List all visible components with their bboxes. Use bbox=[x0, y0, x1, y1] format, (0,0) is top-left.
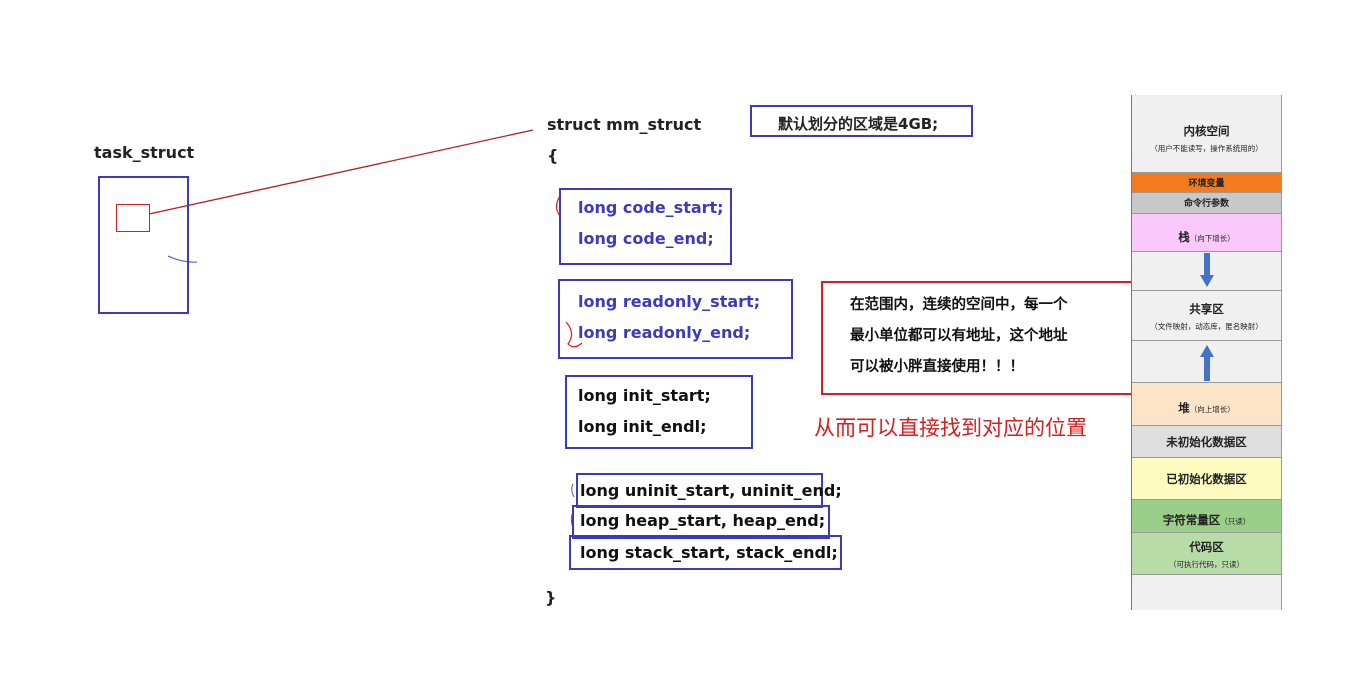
rodata-segment-title: 字符常量区 bbox=[1162, 513, 1221, 527]
text-segment-title: 代码区 bbox=[1189, 540, 1224, 554]
data-segment: 已初始化数据区 bbox=[1132, 458, 1281, 500]
field-code-end: long code_end; bbox=[578, 229, 714, 248]
field-init-end: long init_endl; bbox=[578, 417, 707, 436]
field-readonly-end: long readonly_end; bbox=[578, 323, 751, 342]
field-stack: long stack_start, stack_endl; bbox=[580, 543, 838, 562]
task-struct-title: task_struct bbox=[94, 143, 195, 162]
bss-segment-title: 未初始化数据区 bbox=[1166, 435, 1247, 449]
cmdline-args: 命令行参数 bbox=[1132, 193, 1281, 214]
stack-segment-note: （向下增长） bbox=[1189, 234, 1235, 243]
arrow-down-icon bbox=[1199, 253, 1214, 287]
env-vars-title: 环境变量 bbox=[1188, 179, 1225, 189]
stack-segment-title: 栈 bbox=[1178, 230, 1190, 244]
mm-pointer-field bbox=[116, 204, 150, 232]
shared-region: 共享区 （文件映射，动态库，匿名映射） bbox=[1132, 291, 1281, 341]
heap-segment-note: （向上增长） bbox=[1189, 405, 1235, 414]
arrow-up-icon bbox=[1199, 345, 1214, 381]
rodata-segment: 字符常量区（只读） bbox=[1132, 500, 1281, 533]
address-note-line1: 在范围内，连续的空间中，每一个 bbox=[850, 297, 1068, 313]
field-readonly-start: long readonly_start; bbox=[578, 292, 761, 311]
kernel-space-sub: （用户不能读写，操作系统用的） bbox=[1150, 144, 1263, 153]
default-note: 默认划分的区域是4GB; bbox=[778, 115, 939, 133]
shared-region-title: 共享区 bbox=[1189, 302, 1224, 316]
mm-struct-header: struct mm_struct bbox=[547, 115, 702, 134]
stack-gap bbox=[1132, 252, 1281, 291]
text-segment: 代码区 （可执行代码，只读） bbox=[1132, 533, 1281, 575]
heap-segment-title: 堆 bbox=[1178, 401, 1190, 415]
task-struct-box bbox=[98, 176, 189, 314]
text-segment-sub: （可执行代码，只读） bbox=[1169, 560, 1244, 569]
shared-region-sub: （文件映射，动态库，匿名映射） bbox=[1150, 322, 1263, 331]
ink-mark bbox=[167, 255, 198, 263]
heap-gap bbox=[1132, 341, 1281, 383]
ink-mark bbox=[571, 483, 575, 498]
rodata-segment-note: （只读） bbox=[1220, 517, 1251, 526]
field-code-start: long code_start; bbox=[578, 198, 724, 217]
code-region-box bbox=[559, 188, 732, 265]
env-vars: 环境变量 bbox=[1132, 173, 1281, 193]
init-region-box bbox=[565, 375, 753, 449]
bss-segment: 未初始化数据区 bbox=[1132, 426, 1281, 458]
field-heap: long heap_start, heap_end; bbox=[580, 511, 826, 530]
address-note-line2: 最小单位都可以有地址，这个地址 bbox=[850, 328, 1068, 344]
mm-struct-close-brace: } bbox=[545, 588, 557, 607]
kernel-space-title: 内核空间 bbox=[1183, 124, 1230, 138]
low-address-region bbox=[1132, 575, 1281, 610]
data-segment-title: 已初始化数据区 bbox=[1166, 472, 1247, 486]
mm-struct-open-brace: { bbox=[547, 146, 559, 165]
field-uninit: long uninit_start, uninit_end; bbox=[580, 481, 842, 500]
stack-segment: 栈（向下增长） bbox=[1132, 214, 1281, 252]
ink-mark bbox=[555, 195, 561, 217]
heap-region-box bbox=[572, 505, 830, 539]
address-note-line3: 可以被小胖直接使用！！！ bbox=[850, 359, 1024, 375]
ink-mark bbox=[565, 321, 583, 348]
find-position-text: 从而可以直接找到对应的位置 bbox=[814, 416, 1087, 440]
cmdline-args-title: 命令行参数 bbox=[1183, 199, 1229, 209]
uninit-region-box bbox=[576, 473, 823, 508]
stack-region-box bbox=[569, 535, 842, 570]
pointer-line bbox=[148, 129, 534, 215]
field-init-start: long init_start; bbox=[578, 386, 711, 405]
heap-segment: 堆（向上增长） bbox=[1132, 383, 1281, 426]
readonly-region-box bbox=[558, 279, 793, 359]
default-note-box bbox=[750, 105, 973, 137]
kernel-space: 内核空间 （用户不能读写，操作系统用的） bbox=[1132, 95, 1281, 173]
